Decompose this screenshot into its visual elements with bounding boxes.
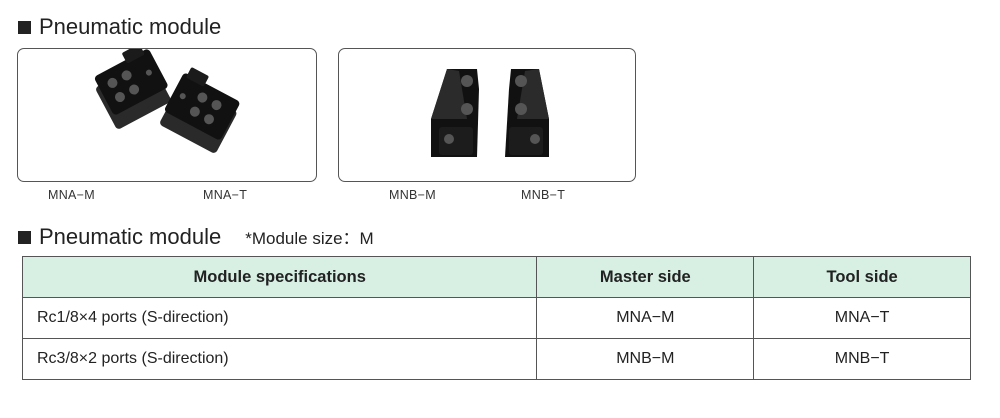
cell-tool: MNA−T: [753, 297, 971, 339]
section-heading-2: Pneumatic module *Module size：M: [18, 224, 374, 250]
photo-panel-mna: [17, 48, 317, 182]
section-heading-1: Pneumatic module: [18, 14, 221, 40]
section-title-2: Pneumatic module: [39, 224, 222, 249]
caption-mnb-t: MNB−T: [521, 188, 566, 202]
table-row: Rc3/8×2 ports (S-direction) MNB−M MNB−T: [21, 338, 971, 380]
header-module-specifications: Module specifications: [21, 256, 538, 298]
spec-table: Module specifications Master side Tool s…: [21, 256, 971, 380]
cell-master: MNB−M: [536, 338, 755, 380]
bullet-square-icon: [18, 21, 31, 34]
cell-tool: MNB−T: [753, 338, 971, 380]
photo-panel-mnb: [338, 48, 636, 182]
section-title-1: Pneumatic module: [39, 14, 222, 39]
table-header-row: Module specifications Master side Tool s…: [21, 256, 971, 298]
cell-spec: Rc3/8×2 ports (S-direction): [21, 338, 538, 380]
caption-mnb-m: MNB−M: [389, 188, 436, 202]
bullet-square-icon: [18, 231, 31, 244]
table-row: Rc1/8×4 ports (S-direction) MNA−M MNA−T: [21, 297, 971, 339]
caption-mna-t: MNA−T: [203, 188, 248, 202]
header-master-side: Master side: [536, 256, 755, 298]
mnb-modules-image: [431, 69, 549, 157]
caption-mna-m: MNA−M: [48, 188, 95, 202]
mna-modules-image: [94, 49, 240, 153]
header-tool-side: Tool side: [753, 256, 971, 298]
module-size-note: *Module size：M: [245, 229, 374, 248]
cell-master: MNA−M: [536, 297, 755, 339]
cell-spec: Rc1/8×4 ports (S-direction): [21, 297, 538, 339]
